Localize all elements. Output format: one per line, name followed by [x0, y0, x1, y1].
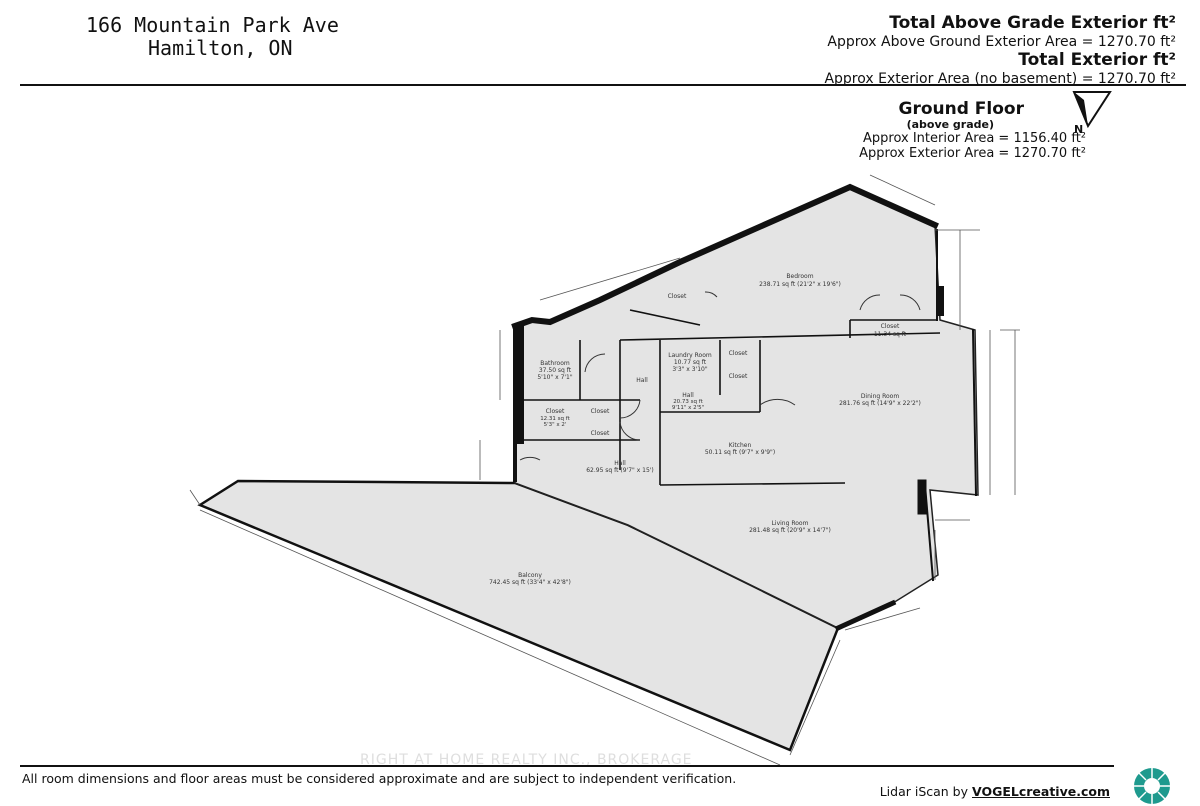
closet-right-area: 11.34 sq ft	[874, 331, 907, 338]
address-line-1: 166 Mountain Park Ave	[86, 13, 339, 37]
floor-title: Ground Floor	[898, 99, 1025, 119]
living-area: 281.48 sq ft (20'9" x 14'7")	[749, 527, 831, 534]
balcony-label: Balcony	[518, 572, 542, 579]
closet-right-label: Closet	[881, 323, 900, 330]
closet-left-dims: 5'3" x 2'	[544, 422, 567, 428]
dining-area: 281.76 sq ft (14'9" x 22'2")	[839, 400, 921, 407]
vogel-logo-icon	[1134, 768, 1170, 804]
balcony-area: 742.45 sq ft (33'4" x 42'8")	[489, 579, 571, 586]
header-divider	[20, 84, 1186, 86]
laundry-label: Laundry Room	[668, 352, 712, 359]
lidar-credit: Lidar iScan by VOGELcreative.com	[880, 784, 1110, 799]
laundry-area: 10.77 sq ft	[674, 359, 707, 366]
laundry-dims: 3'3" x 3'10"	[672, 366, 708, 373]
kitchen-label: Kitchen	[729, 442, 752, 449]
floor-exterior-area: Approx Exterior Area = 1270.70 ft²	[859, 146, 1086, 161]
closet-b-label: Closet	[729, 373, 748, 380]
hall-small-label: Hall	[682, 392, 694, 399]
bathroom-label: Bathroom	[540, 360, 570, 367]
closet-c-label: Closet	[591, 408, 610, 415]
bathroom-area: 37.50 sq ft	[539, 367, 572, 374]
floor-subtitle: (above grade)	[906, 118, 994, 131]
closet-left-area: 12.31 sq ft	[540, 416, 570, 422]
closet-top-label: Closet	[668, 293, 687, 300]
footer-note: All room dimensions and floor areas must…	[22, 771, 737, 786]
hall-mid-label: Hall	[636, 377, 648, 384]
above-grade-line: Approx Above Ground Exterior Area = 1270…	[827, 34, 1176, 50]
closet-d-label: Closet	[591, 430, 610, 437]
bedroom-area: 238.71 sq ft (21'2" x 19'6")	[759, 281, 841, 288]
totals-block: Total Above Grade Exterior ft² Approx Ab…	[824, 14, 1176, 88]
hall-lower-label: Hall	[614, 460, 626, 467]
kitchen-area: 50.11 sq ft (9'7" x 9'9")	[705, 449, 775, 456]
hall-small-area: 20.73 sq ft	[673, 399, 703, 405]
hall-lower-area: 62.95 sq ft (9'7" x 15')	[586, 467, 654, 474]
address-block: 166 Mountain Park Ave Hamilton, ON	[86, 14, 339, 60]
dining-label: Dining Room	[861, 393, 900, 400]
exterior-title: Total Exterior ft²	[1018, 50, 1176, 70]
above-grade-title: Total Above Grade Exterior ft²	[889, 13, 1176, 33]
north-arrow-icon: N	[1072, 91, 1112, 136]
lidar-prefix: Lidar iScan by	[879, 784, 972, 799]
hall-small-dims: 9'11" x 2'5"	[672, 405, 704, 411]
north-label: N	[1074, 123, 1083, 136]
bedroom-label: Bedroom	[786, 273, 813, 280]
footer-divider	[20, 765, 1114, 767]
exterior-line: Approx Exterior Area (no basement) = 127…	[824, 71, 1176, 87]
closet-a-label: Closet	[729, 350, 748, 357]
floor-info: Ground Floor (above grade) Approx Interi…	[859, 100, 1086, 161]
floor-interior-area: Approx Interior Area = 1156.40 ft²	[862, 131, 1086, 146]
watermark: RIGHT AT HOME REALTY INC., BROKERAGE	[360, 752, 693, 768]
address-line-2: Hamilton, ON	[148, 36, 293, 60]
closet-left-label: Closet	[546, 408, 565, 415]
living-label: Living Room	[772, 520, 809, 527]
bathroom-dims: 5'10" x 7'1"	[537, 374, 573, 381]
wall-north	[511, 183, 939, 330]
lidar-brand-link[interactable]: VOGELcreative.com	[972, 784, 1110, 799]
